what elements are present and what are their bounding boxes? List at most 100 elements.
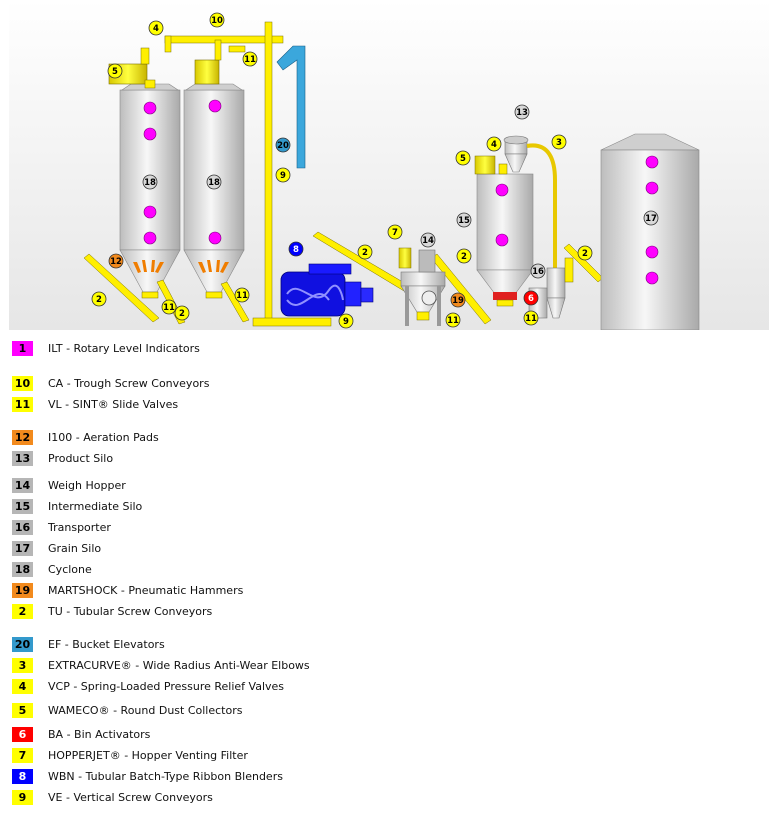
- callout-circle: [387, 224, 403, 240]
- callout-badge: 15: [456, 212, 472, 228]
- callout-circle: [142, 174, 158, 190]
- callout-badge: 11: [523, 310, 539, 326]
- bucket-elevator: [276, 45, 306, 169]
- callout-number: 9: [280, 171, 286, 181]
- legend-label: VCP - Spring-Loaded Pressure Relief Valv…: [48, 680, 285, 693]
- callout-badge: 6: [523, 290, 539, 306]
- callout-badge: 20: [275, 137, 291, 153]
- legend-row: 16 Transporter: [12, 519, 111, 536]
- legend-row: 4 VCP - Spring-Loaded Pressure Relief Val…: [12, 678, 284, 695]
- legend-label: Cyclone: [48, 563, 92, 576]
- legend-number-badge: 14: [12, 478, 33, 493]
- callout-badge: 8: [288, 241, 304, 257]
- legend-label: WBN - Tubular Batch-Type Ribbon Blenders: [48, 770, 283, 783]
- callout-circle: [420, 232, 436, 248]
- callout-number: 7: [392, 228, 398, 238]
- product-silo: [503, 135, 529, 173]
- legend-number-badge: 17: [12, 541, 33, 556]
- legend-label: HOPPERJET® - Hopper Venting Filter: [48, 749, 248, 762]
- callout-number: 2: [582, 249, 588, 259]
- callout-badge: 16: [530, 263, 546, 279]
- callout-number: 13: [516, 108, 528, 118]
- legend-number-badge: 13: [12, 451, 33, 466]
- callout-badge: 11: [161, 299, 177, 315]
- callout-number: 19: [452, 296, 464, 306]
- callout-circle: [161, 299, 177, 315]
- legend-label: TU - Tubular Screw Conveyors: [48, 605, 213, 618]
- callout-circle: [357, 244, 373, 260]
- callout-circle: [486, 136, 502, 152]
- legend-label: EF - Bucket Elevators: [48, 638, 165, 651]
- callout-badge: 5: [107, 63, 123, 79]
- callout-circle: [275, 137, 291, 153]
- callout-badge: 2: [577, 245, 593, 261]
- callout-badge: 5: [455, 150, 471, 166]
- legend-number-badge: 11: [12, 397, 33, 412]
- legend-label: WAMECO® - Round Dust Collectors: [48, 704, 243, 717]
- legend-label: VE - Vertical Screw Conveyors: [48, 791, 213, 804]
- callout-badge: 9: [338, 313, 354, 329]
- legend-number-badge: 16: [12, 520, 33, 535]
- callout-circle: [445, 312, 461, 328]
- callout-circle: [643, 210, 659, 226]
- callout-circle: [242, 51, 258, 67]
- callout-badge: 10: [209, 12, 225, 28]
- callout-badge: 11: [445, 312, 461, 328]
- callout-badge: 13: [514, 104, 530, 120]
- legend-number-badge: 4: [12, 679, 33, 694]
- weigh-hopper: [398, 247, 446, 326]
- legend-number-badge: 8: [12, 769, 33, 784]
- aeration-pads: [133, 260, 229, 273]
- callout-number: 11: [244, 55, 256, 65]
- callout-number: 18: [208, 178, 220, 188]
- callout-circle: [108, 253, 124, 269]
- legend-number-badge: 10: [12, 376, 33, 391]
- legend-label: I100 - Aeration Pads: [48, 431, 159, 444]
- callout-badge: 18: [142, 174, 158, 190]
- legend-row: 18 Cyclone: [12, 561, 92, 578]
- callout-number: 2: [96, 295, 102, 305]
- callout-number: 14: [422, 236, 434, 246]
- callout-number: 11: [236, 291, 248, 301]
- callout-badge: 3: [551, 134, 567, 150]
- legend-number-badge: 18: [12, 562, 33, 577]
- callout-circle: [523, 290, 539, 306]
- callout-circle: [234, 287, 250, 303]
- callout-number: 8: [293, 245, 299, 255]
- legend-number-badge: 3: [12, 658, 33, 673]
- callout-circle: [514, 104, 530, 120]
- callout-circle: [450, 292, 466, 308]
- legend-number-badge: 15: [12, 499, 33, 514]
- callout-badge: 2: [91, 291, 107, 307]
- callout-number: 12: [110, 257, 122, 267]
- callout-badge: 2: [456, 248, 472, 264]
- legend-number-badge: 2: [12, 604, 33, 619]
- callout-circle: [206, 174, 222, 190]
- legend-label: MARTSHOCK - Pneumatic Hammers: [48, 584, 244, 597]
- callout-number: 2: [362, 248, 368, 258]
- callout-number: 4: [153, 24, 159, 34]
- callout-number: 17: [645, 214, 657, 224]
- callout-circle: [338, 313, 354, 329]
- callout-number: 10: [211, 16, 223, 26]
- callout-number: 2: [179, 309, 185, 319]
- slide-valve: [205, 291, 223, 299]
- callout-number: 3: [556, 138, 562, 148]
- grain-silo: [600, 133, 700, 330]
- legend-label: Weigh Hopper: [48, 479, 126, 492]
- callout-circle: [551, 134, 567, 150]
- callout-circle: [148, 20, 164, 36]
- slide-valve: [141, 291, 159, 299]
- callout-circle: [91, 291, 107, 307]
- callout-circle: [107, 63, 123, 79]
- callout-number: 5: [460, 154, 466, 164]
- legend-label: Transporter: [48, 521, 111, 534]
- legend-number-badge: 9: [12, 790, 33, 805]
